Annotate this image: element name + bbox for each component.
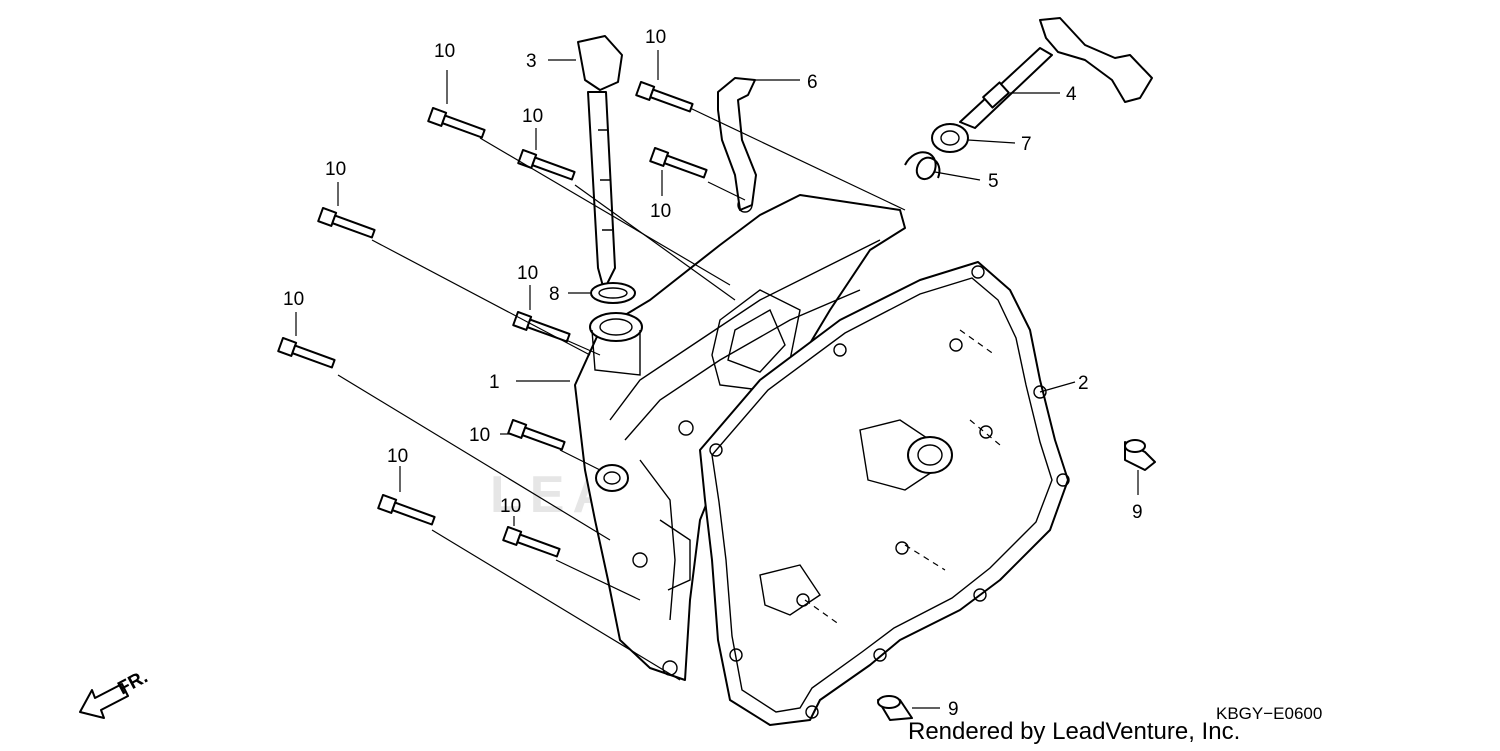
callout-4: 4: [1066, 84, 1077, 105]
callout-1: 1: [489, 372, 500, 393]
cover-gasket: [699, 261, 1070, 726]
dowel-pin-bottom: [877, 695, 913, 721]
oil-seal: [931, 123, 969, 153]
callout-10: 10: [434, 41, 455, 62]
callout-7: 7: [1021, 134, 1032, 155]
callout-5: 5: [988, 171, 999, 192]
dowel-pin-right: [1124, 439, 1156, 471]
callout-10: 10: [500, 496, 521, 517]
leader-lines: [295, 50, 1139, 709]
callout-10: 10: [645, 27, 666, 48]
return-spring: [904, 151, 941, 180]
diagram-code: KBGY−E0600: [1216, 704, 1323, 723]
callout-10: 10: [522, 106, 543, 127]
assembly-lines: [337, 107, 1001, 681]
callout-8: 8: [549, 284, 560, 305]
callout-10: 10: [469, 425, 490, 446]
callout-9-bottom: 9: [948, 699, 959, 720]
callout-10: 10: [325, 159, 346, 180]
oil-dipstick: [577, 35, 623, 291]
front-direction-arrow: FR.: [79, 667, 151, 719]
callout-2: 2: [1078, 373, 1089, 394]
callout-9-right: 9: [1132, 502, 1143, 523]
callout-10: 10: [387, 446, 408, 467]
callout-6: 6: [807, 72, 818, 93]
render-credit: Rendered by LeadVenture, Inc.: [908, 718, 1241, 745]
callout-3: 3: [526, 51, 537, 72]
callout-10: 10: [517, 263, 538, 284]
dipstick-o-ring: [590, 282, 636, 304]
callout-10: 10: [650, 201, 671, 222]
callout-10: 10: [283, 289, 304, 310]
shift-spindle: [959, 17, 1153, 129]
